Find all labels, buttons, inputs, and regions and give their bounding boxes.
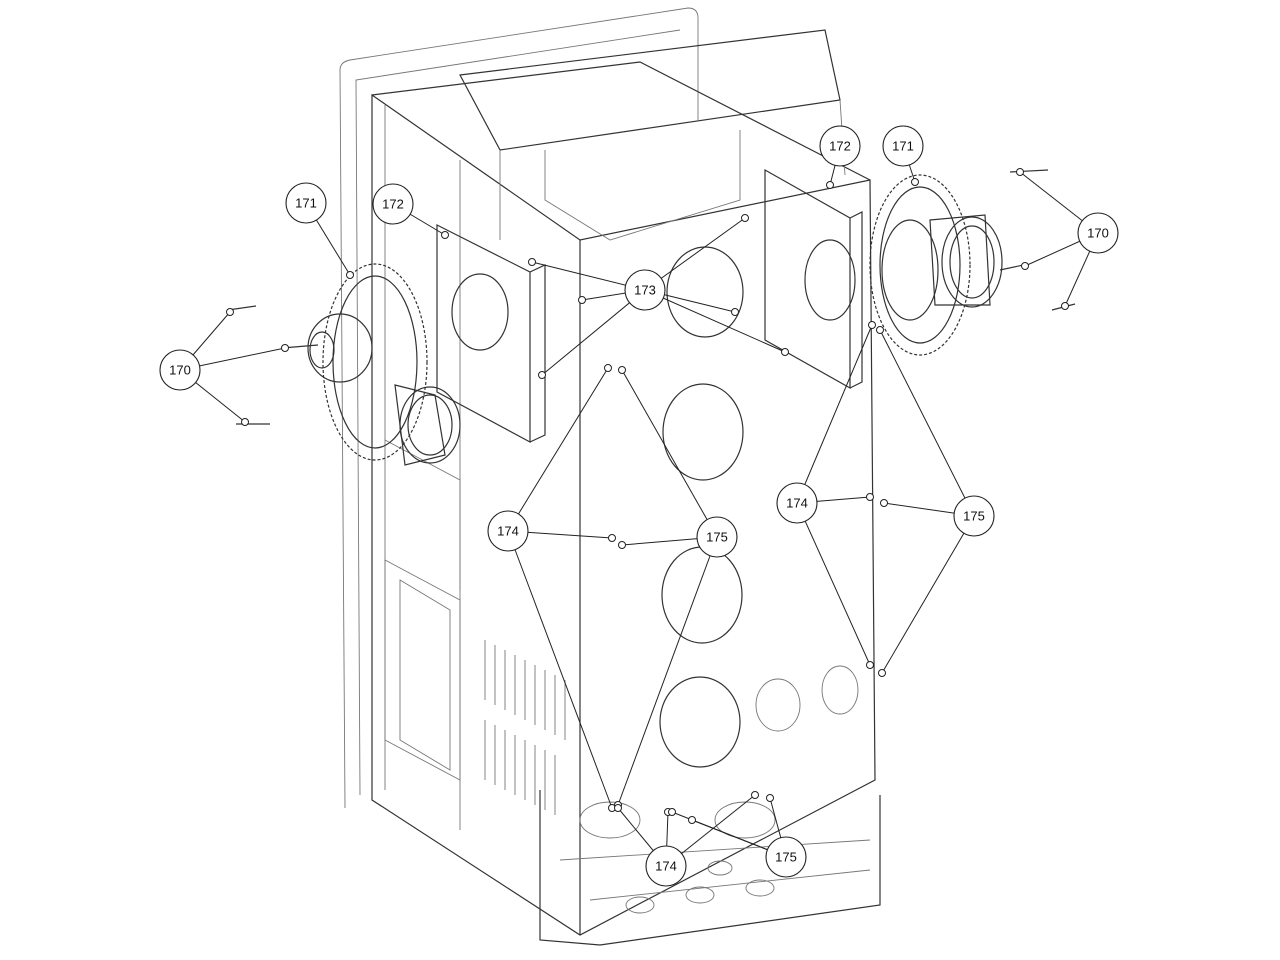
fastener — [826, 181, 834, 189]
back-panel — [339, 7, 699, 809]
fastener — [766, 794, 774, 802]
vent-slots — [484, 640, 566, 815]
callout-circle — [765, 836, 807, 878]
fastener — [688, 816, 696, 824]
fastener — [911, 178, 919, 186]
leader-line — [796, 502, 871, 666]
leader-line — [621, 369, 718, 538]
callout-label: 175 — [963, 509, 985, 524]
callout-label: 173 — [634, 283, 656, 298]
left-fan-blower — [307, 263, 461, 466]
right-mounting-plate — [764, 168, 863, 390]
callout-label: 171 — [892, 139, 914, 154]
fastener — [880, 499, 888, 507]
callout-circle — [624, 269, 666, 311]
callouts: 171 172 170 173 172 171 170 174 175 174 175 174 175 — [159, 125, 1119, 887]
callout-circle — [372, 183, 414, 225]
fastener — [578, 296, 586, 304]
callout-label: 175 — [775, 850, 797, 865]
fastener — [1061, 302, 1069, 310]
fastener — [1021, 262, 1029, 270]
fastener — [868, 321, 876, 329]
callout-label: 174 — [786, 496, 808, 511]
fastener — [668, 808, 676, 816]
callout-circle — [819, 125, 861, 167]
fastener — [281, 344, 289, 352]
fastener — [878, 669, 886, 677]
fastener — [866, 493, 874, 501]
fastener — [741, 214, 749, 222]
fastener — [538, 371, 546, 379]
callout-173: 173 — [624, 269, 666, 311]
leader-line — [507, 530, 613, 809]
callout-174: 174 — [645, 845, 687, 887]
callout-label: 174 — [497, 524, 519, 539]
fastener — [781, 348, 789, 356]
fastener — [604, 364, 612, 372]
fastener — [866, 661, 874, 669]
callout-175: 175 — [765, 836, 807, 878]
callout-label: 172 — [382, 197, 404, 212]
fastener — [441, 231, 449, 239]
fastener — [346, 271, 354, 279]
leader-line — [541, 289, 646, 376]
fastener — [1016, 168, 1024, 176]
callout-circle — [285, 182, 327, 224]
fastener — [528, 258, 536, 266]
fastener — [608, 534, 616, 542]
leader-line — [507, 367, 609, 532]
fastener — [731, 308, 739, 316]
callout-circle — [776, 482, 818, 524]
fastener — [614, 804, 622, 812]
left-mounting-plate — [436, 224, 546, 444]
callout-170: 170 — [1077, 212, 1119, 254]
callout-label: 175 — [706, 530, 728, 545]
callout-174: 174 — [487, 510, 529, 552]
callout-label: 170 — [1087, 226, 1109, 241]
leader-line — [644, 289, 786, 353]
fastener — [876, 326, 884, 334]
fastener — [241, 418, 249, 426]
callout-label: 172 — [829, 139, 851, 154]
callout-circle — [882, 125, 924, 167]
nuts-and-clips — [226, 168, 1069, 824]
callout-circle — [487, 510, 529, 552]
fastener — [226, 308, 234, 316]
callout-175: 175 — [696, 516, 738, 558]
leader-line — [881, 515, 975, 674]
callout-label: 174 — [655, 859, 677, 874]
callout-label: 171 — [295, 196, 317, 211]
right-fan-blower — [869, 174, 1003, 356]
screws — [227, 169, 1076, 425]
leader-line — [617, 536, 718, 806]
callout-171: 171 — [882, 125, 924, 167]
fastener — [751, 791, 759, 799]
callout-172: 172 — [372, 183, 414, 225]
callout-circle — [645, 845, 687, 887]
fastener — [618, 366, 626, 374]
callout-172: 172 — [819, 125, 861, 167]
callout-circle — [1077, 212, 1119, 254]
leader-line — [796, 324, 873, 504]
callout-circle — [696, 516, 738, 558]
leader-line — [879, 329, 975, 517]
callout-175: 175 — [953, 495, 995, 537]
fastener — [618, 541, 626, 549]
callout-171: 171 — [285, 182, 327, 224]
callout-circle — [953, 495, 995, 537]
callout-174: 174 — [776, 482, 818, 524]
callout-170: 170 — [159, 349, 201, 391]
callout-circle — [159, 349, 201, 391]
callout-label: 170 — [169, 363, 191, 378]
